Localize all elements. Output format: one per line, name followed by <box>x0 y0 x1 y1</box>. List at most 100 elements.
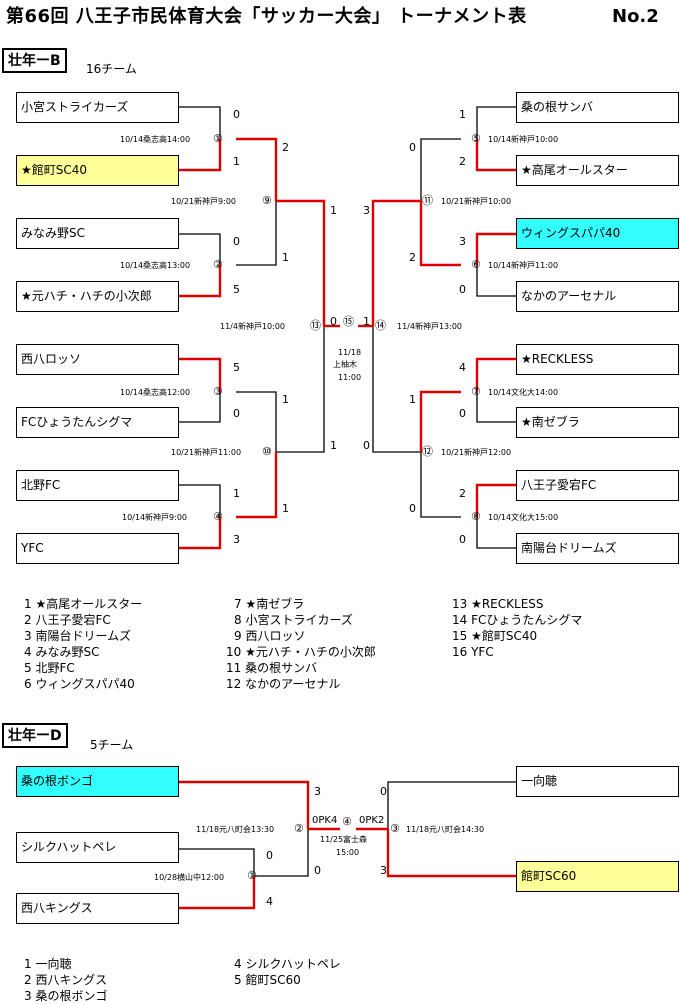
score: 0 <box>314 864 321 877</box>
ranking-item: 1 一向聴 <box>24 957 72 971</box>
final-time: 11:00 <box>338 373 362 382</box>
score: 0 <box>233 407 240 420</box>
bracket-line-qf10-top <box>236 391 277 452</box>
score: 3 <box>380 864 387 877</box>
score: 3 <box>233 533 240 546</box>
win-line-r1m2 <box>179 265 222 298</box>
win-line-qf9 <box>236 137 278 201</box>
score: 3 <box>363 204 370 217</box>
match-number: ④ <box>213 510 223 523</box>
match-info: 10/21新神戸10:00 <box>441 197 512 206</box>
score: 2 <box>282 141 289 154</box>
bracket-line-r1m1-top <box>179 106 221 139</box>
ranking-item: 8 小宮ストライカーズ <box>234 613 353 627</box>
bracket-line-qf12-bot <box>420 452 461 518</box>
win-line-sf14 <box>371 199 421 326</box>
section-d-count: 5チーム <box>90 738 134 752</box>
ranking-item: 4 シルクハットペレ <box>234 957 341 971</box>
win-line-d3 <box>386 829 516 878</box>
match-number: ② <box>294 822 304 835</box>
win-line-r1m7 <box>475 357 516 392</box>
match-info: 10/14新神戸9:00 <box>122 513 188 522</box>
final-time: 15:00 <box>336 848 360 857</box>
ranking-item: 14 FCひょうたんシグマ <box>452 613 583 627</box>
score: 0 <box>459 407 466 420</box>
match-info: 10/14新神戸11:00 <box>488 261 559 270</box>
bracket-line-r1m6-bot <box>476 265 516 297</box>
match-info: 10/21新神戸12:00 <box>441 448 512 457</box>
bracket-line-qf11-top <box>420 138 461 201</box>
bracket-line-d3-top <box>387 781 516 829</box>
score: 1 <box>282 502 289 515</box>
match-info: 10/21新神戸9:00 <box>171 197 237 206</box>
score: 0 <box>266 849 273 862</box>
match-number: ⑮ <box>343 315 354 328</box>
section-b-label: 壮年ーB <box>2 48 67 73</box>
final-venue: 上柚木 <box>333 360 357 369</box>
win-line-r1m5 <box>475 139 516 172</box>
match-info: 11/4新神戸10:00 <box>220 322 286 331</box>
team-box: ウィングスパパ40 <box>516 218 679 249</box>
match-info: 10/28横山中12:00 <box>154 873 225 882</box>
match-number: ① <box>247 869 257 882</box>
score: 1 <box>330 439 337 452</box>
team-box: 北野FC <box>16 470 179 501</box>
ranking-item: 12 なかのアーセナル <box>226 677 341 691</box>
team-box: 館町SC60 <box>516 861 679 892</box>
bracket-line-r1m2-top <box>179 233 221 265</box>
team-box: シルクハットペレ <box>16 832 179 863</box>
match-number: ⑭ <box>375 319 386 332</box>
score: 0 <box>233 108 240 121</box>
team-box: ★高尾オールスター <box>516 155 679 186</box>
win-line-d1 <box>179 876 256 910</box>
match-info: 11/4新神戸13:00 <box>397 322 463 331</box>
ranking-item: 5 館町SC60 <box>234 973 301 987</box>
score: 1 <box>233 487 240 500</box>
match-info: 10/14桑志高14:00 <box>120 135 191 144</box>
win-line-sf13 <box>276 199 326 326</box>
match-number: ① <box>213 132 223 145</box>
win-line-r1m8 <box>475 483 516 517</box>
match-number: ② <box>213 258 223 271</box>
ranking-item: 9 西八ロッソ <box>234 629 306 643</box>
score: 2 <box>409 251 416 264</box>
final-venue: 11/25富士森 <box>320 835 368 844</box>
bracket-line-sf14-bot <box>372 326 421 453</box>
match-info: 10/14文化大15:00 <box>488 513 559 522</box>
team-box: 西八キングス <box>16 893 179 924</box>
match-info: 10/14文化大14:00 <box>488 388 559 397</box>
bracket-line-r1m4-top <box>179 484 221 517</box>
match-number: ④ <box>342 815 352 828</box>
match-number: ⑪ <box>422 194 433 207</box>
ranking-item: 10 ★元ハチ・ハチの小次郎 <box>226 645 376 659</box>
win-line-qf11 <box>419 201 461 267</box>
score: 2 <box>459 487 466 500</box>
score: 0 <box>459 533 466 546</box>
score: 1 <box>363 315 370 328</box>
team-box: 南陽台ドリームズ <box>516 533 679 564</box>
win-line-r1m4 <box>179 517 222 550</box>
match-number: ⑨ <box>262 194 272 207</box>
score: 1 <box>282 393 289 406</box>
team-box: なかのアーセナル <box>516 281 679 312</box>
ranking-item: 11 桑の根サンバ <box>226 661 318 675</box>
score: 1 <box>459 108 466 121</box>
bracket-line-r1m8-bot <box>476 517 516 549</box>
final-date: 11/18 <box>338 348 362 357</box>
ranking-item: 4 みなみ野SC <box>24 645 100 659</box>
match-number: ⑦ <box>471 385 481 398</box>
team-box: ★RECKLESS <box>516 344 679 375</box>
score: 1 <box>282 251 289 264</box>
team-box: ★館町SC40 <box>16 155 179 186</box>
pk-score: 0PK4 <box>312 815 338 826</box>
bracket-line-r1m7-bot <box>476 392 516 423</box>
page-title: 第66回 八王子市民体育大会「サッカー大会」 トーナメント表 <box>6 6 527 27</box>
win-line-d2 <box>179 780 310 829</box>
bracket-line-sf13-bot <box>276 326 325 453</box>
score: 0 <box>409 141 416 154</box>
bracket-line-r1m5-top <box>476 106 516 139</box>
section-b-count: 16チーム <box>86 62 137 76</box>
match-info: 11/18元八町会14:30 <box>406 825 485 834</box>
ranking-item: 5 北野FC <box>24 661 75 675</box>
